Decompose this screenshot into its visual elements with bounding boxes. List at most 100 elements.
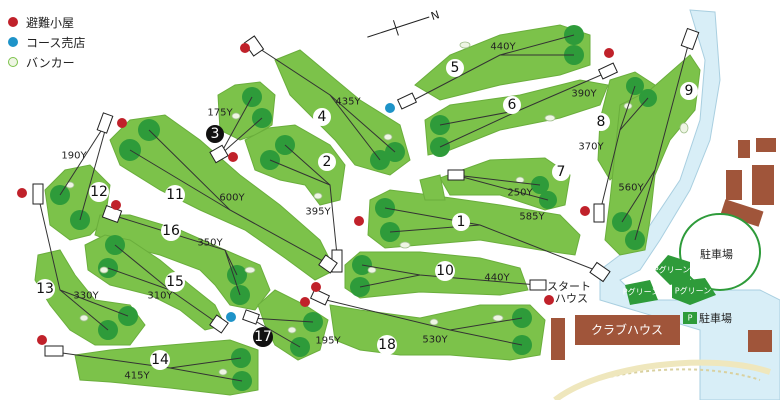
hole-badge: [552, 163, 570, 181]
hole-number-17: 17: [254, 329, 272, 345]
shelter-marker: [354, 216, 364, 226]
legend-bunker-label: バンカー: [26, 55, 75, 70]
svg-text:N: N: [429, 8, 441, 23]
shelter-marker: [604, 48, 614, 58]
hole-badge: [435, 261, 455, 281]
start-house-label: スタートハウス: [547, 280, 591, 305]
line-hole-8b: [619, 97, 649, 131]
putting-green-label: Pグリーン: [675, 286, 711, 296]
yardage-hole-1: 585Y: [519, 212, 545, 223]
legend-bunker: バンカー: [8, 52, 85, 72]
clubhouse-wing: [551, 318, 565, 360]
north-arrow: N: [367, 8, 441, 38]
legend-shop-label: コース売店: [26, 35, 86, 50]
bunker: [459, 41, 471, 49]
shelter-marker: [17, 188, 27, 198]
tee-box: [32, 183, 44, 205]
tee-box: [447, 169, 465, 181]
building: [720, 199, 764, 227]
line-hole-9b: [634, 169, 656, 241]
building: [738, 140, 750, 158]
hole-number-13: 13: [36, 281, 54, 297]
map-legend: 避難小屋 コース売店 バンカー: [8, 12, 85, 72]
hole-badge: [503, 96, 521, 114]
yardage-hole-3: 175Y: [207, 108, 233, 119]
yardage-hole-10: 440Y: [484, 273, 510, 284]
hole-number-6: 6: [508, 97, 517, 113]
bunker: [383, 133, 393, 141]
putting-green: [655, 255, 690, 285]
bunker: [679, 122, 689, 134]
clubhouse: [575, 315, 680, 345]
bunker: [399, 241, 411, 249]
parking-badge: [683, 312, 697, 324]
line-hole-15b: [107, 267, 171, 291]
building: [756, 138, 776, 152]
line-hole-7b: [454, 174, 549, 201]
tee-box: [396, 92, 418, 110]
building: [748, 330, 772, 352]
line-hole-17b: [249, 317, 301, 348]
hole-badge: [680, 82, 698, 100]
tee-box: [593, 203, 605, 223]
hole-badge: [161, 221, 181, 241]
line-hole-6b: [439, 109, 521, 148]
bunker-icon: [8, 57, 18, 67]
water-area: [599, 9, 780, 400]
shop-marker: [226, 312, 236, 322]
bunker: [231, 112, 241, 120]
tee-box: [309, 288, 331, 306]
line-hole-18b: [449, 329, 523, 346]
line-hole-3: [219, 96, 253, 156]
hole-badge: [446, 59, 464, 77]
hole-badge: [206, 125, 224, 143]
fairway-hole-13: [34, 249, 146, 346]
yardage-hole-4: 435Y: [335, 97, 361, 108]
shelter-marker: [111, 200, 121, 210]
putting-green: [625, 280, 658, 305]
hole-number-16: 16: [162, 223, 180, 239]
putting-green-label: Pグリーン: [623, 287, 659, 297]
yardage-hole-5: 440Y: [490, 42, 516, 53]
putting-green-label: Pグリーン: [654, 265, 690, 275]
tee-box: [318, 254, 338, 274]
line-hole-14b: [169, 367, 243, 382]
yardage-hole-17: 195Y: [315, 336, 341, 347]
bunker: [218, 368, 228, 376]
tee-box: [680, 27, 700, 51]
hole-number-2: 2: [323, 154, 332, 170]
shop-icon: [8, 37, 18, 47]
building: [726, 170, 742, 200]
hole-number-8: 8: [597, 114, 606, 130]
yardage-hole-14: 415Y: [124, 371, 150, 382]
hole-number-7: 7: [557, 164, 566, 180]
shelter-marker: [240, 43, 250, 53]
yardage-hole-12: 190Y: [61, 151, 87, 162]
hole-badge: [592, 113, 610, 131]
hole-badge: [313, 108, 331, 126]
shelter-icon: [8, 17, 18, 27]
line-hole-12: [59, 119, 109, 196]
hole-number-3: 3: [211, 126, 220, 142]
putting-green: [672, 278, 716, 305]
legend-shelter-label: 避難小屋: [26, 15, 75, 30]
hole-number-4: 4: [318, 109, 327, 125]
yardage-hole-11: 600Y: [219, 193, 245, 204]
shop-marker: [385, 103, 395, 113]
shelter-marker: [300, 297, 310, 307]
line-hole-17: [249, 317, 314, 323]
hole-badge: [165, 185, 185, 205]
building: [752, 165, 774, 205]
line-hole-12b: [79, 119, 109, 221]
hole-badge: [452, 213, 470, 231]
tee-box: [242, 309, 260, 325]
shelter-marker: [544, 295, 554, 305]
parking-label: 駐車場: [700, 247, 733, 261]
hole-badge: [35, 279, 55, 299]
fairway-hole-2: [244, 124, 346, 206]
fairway-patch: [419, 174, 446, 201]
parking-lot: [679, 213, 761, 291]
hole-number-15: 15: [166, 274, 184, 290]
parking-badge-label: P: [688, 314, 693, 323]
